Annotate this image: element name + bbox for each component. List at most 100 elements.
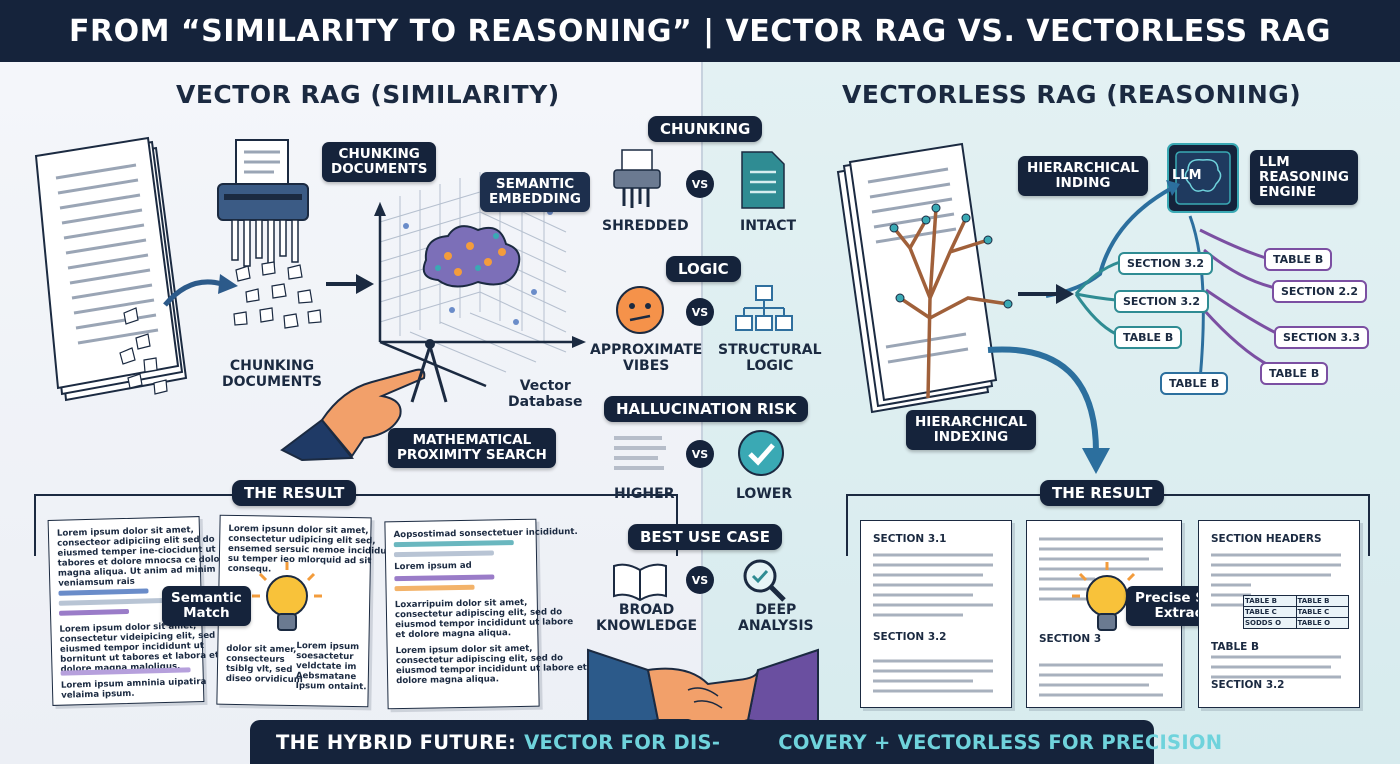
doc-1-text-b: Lorem ipsum dolor sit amet, consectetur … [59,621,230,675]
callout-indexing-text: HIERARCHICAL INDEXING [915,414,1027,445]
tag-section-3-2-b: SECTION 3.2 [1114,290,1209,313]
label-structural-logic: STRUCTURAL LOGIC [718,342,822,374]
approximate-vibes-text: APPROXIMATE VIBES [590,342,703,374]
doc-3-text-d: Lorem ipsum dolor sit amet, consectetur … [395,643,587,687]
right-result-doc-1: SECTION 3.1 SECTION 3.2 [860,520,1012,708]
left-result-title: THE RESULT [232,480,357,506]
tag-table-b-d: TABLE B [1260,362,1329,385]
open-book-icon [613,563,667,602]
vector-space-grid-icon [374,172,586,388]
doc-3-text-b: Lorem ipsum ad [394,560,472,573]
doc-r1-lines [873,553,993,693]
doc-1-bar-blue [58,588,149,596]
callout-semantic-match: Semantic Match [162,586,251,626]
label-approximate-vibes: APPROXIMATE VIBES [590,342,702,374]
callout-llm-reasoning-engine: LLM REASONING ENGINE [1250,150,1358,205]
stacked-document-icon [34,136,188,402]
callout-semantic-text: SEMANTIC EMBEDDING [489,176,581,207]
table-cell: TABLE B [1297,597,1330,605]
hybrid-future-banner: THE HYBRID FUTURE: VECTOR FOR DIS- COVER… [250,720,1222,764]
tag-table-b-c: TABLE B [1264,248,1333,271]
doc-3-bar-grey [393,550,494,558]
doc-3-text-c: Loxarripuim dolor sit amet, consectetur … [394,597,574,641]
callout-chunking-text: CHUNKING DOCUMENTS [331,146,428,177]
right-result-title: THE RESULT [1040,480,1165,506]
table-cell: TABLE O [1297,619,1331,627]
arrow-to-result-icon [987,346,1110,474]
doc-r1-section-3-1: SECTION 3.1 [873,533,947,545]
center-divider [701,62,703,702]
handshake-icon [587,648,819,732]
callout-hierarchical-indexing: HIERARCHICAL INDEXING [906,410,1036,450]
deep-analysis-text: DEEP ANALYSIS [738,602,814,634]
arrow-tree-to-branches-icon [1018,284,1074,304]
callout-hier-text: HIERARCHICAL INDING [1027,160,1139,191]
hybrid-text-part-1: VECTOR FOR DIS- [524,730,721,754]
label-broad-knowledge: BROAD KNOWLEDGE [596,602,697,634]
lightbulb-icon-right [1072,562,1136,631]
tag-table-b-a: TABLE B [1114,326,1183,349]
tag-table-b-b: TABLE B [1160,372,1229,395]
doc-3-bar-purple [394,574,495,582]
blurred-text-icon [614,436,666,470]
label-vector-db-text: Vector Database [508,378,583,410]
doc-3-bar-teal [393,540,514,548]
doc-r1-section-3-2: SECTION 3.2 [873,631,947,643]
table-cell: TABLE C [1244,607,1297,617]
llm-label-text: LLM REASONING ENGINE [1259,154,1349,200]
doc-r3-lines [1211,553,1341,679]
doc-1-bar-grey [58,597,179,606]
doc-1-text-c: Lorem ipsum amninia uipatira velaima ips… [60,676,207,701]
shredder-icon [217,139,309,267]
org-chart-icon [735,285,793,331]
document-icon [741,151,785,209]
pill-chunking: CHUNKING [648,116,763,142]
pill-hallucination-risk: HALLUCINATION RISK [604,396,809,422]
stacked-document-tree-icon [836,142,1013,414]
check-circle-icon [738,430,784,476]
label-shredded: SHREDDED [602,218,689,234]
vs-badge-hallucination: VS [686,440,714,468]
doc-1-bar-purple [58,608,130,616]
callout-semantic-embedding: SEMANTIC EMBEDDING [480,172,590,212]
hybrid-text-part-2: COVERY + VECTORLESS FOR PRECISION [778,730,1223,754]
paper-shreds-icon [233,261,322,329]
right-section-title: VECTORLESS RAG (REASONING) [842,80,1302,109]
doc-2-text-c: Lorem ipsum soesactetur veldctate im Aeb… [295,641,367,693]
pill-logic: LOGIC [666,256,741,282]
doc-r3-section-headers: SECTION HEADERS [1211,533,1322,545]
callout-mathematical-proximity-search: MATHEMATICAL PROXIMITY SEARCH [388,428,556,468]
doc-3-bar-orange [394,584,475,592]
label-chunking-documents: CHUNKING DOCUMENTS [222,358,322,390]
tag-section-3-3: SECTION 3.3 [1274,326,1369,349]
reasoning-branches-icon [1045,180,1279,381]
vs-badge-logic: VS [686,298,714,326]
arrow-to-shredder-icon [163,274,238,307]
shredder-icon-small [613,149,661,208]
label-higher: HIGHER [614,486,675,502]
tag-section-3-2-a: SECTION 3.2 [1118,252,1213,275]
arrow-to-embedding-icon [326,274,374,294]
vs-badge-use-case: VS [686,566,714,594]
label-chunking-text: CHUNKING DOCUMENTS [222,358,323,390]
structural-logic-text: STRUCTURAL LOGIC [718,342,822,374]
hybrid-label: THE HYBRID FUTURE: [276,730,517,754]
brain-chip-icon [1167,143,1239,213]
confused-face-icon [616,286,664,334]
table-cell: SODDS O [1244,618,1297,628]
doc-r3-section-3-2: SECTION 3.2 [1211,679,1285,691]
magnifier-check-icon [743,559,786,602]
doc-r2-section-3: SECTION 3 [1039,633,1102,645]
callout-hierarchical-inding: HIERARCHICAL INDING [1018,156,1148,196]
label-vector-database: Vector Database [508,378,583,410]
callout-math-text: MATHEMATICAL PROXIMITY SEARCH [397,432,547,463]
lightbulb-icon [252,562,322,631]
broad-knowledge-text: BROAD KNOWLEDGE [596,602,698,634]
semantic-match-text: Semantic Match [171,590,242,621]
tag-section-2-2: SECTION 2.2 [1272,280,1367,303]
